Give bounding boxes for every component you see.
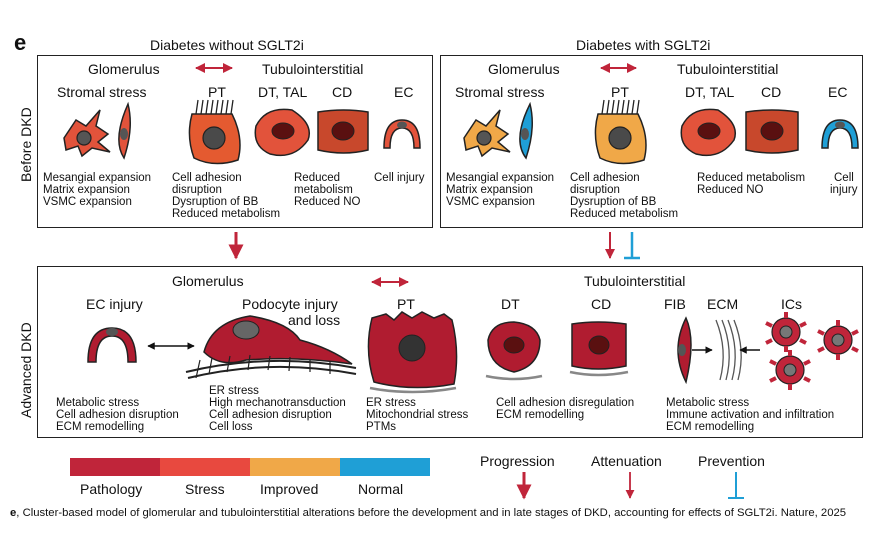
br-mesangial-3: VSMC expansion [446, 196, 535, 208]
legend-label-stress: Stress [185, 481, 225, 497]
bl-dt-tal: DT, TAL [258, 84, 308, 100]
br-dt-tal: DT, TAL [685, 84, 735, 100]
adv-podo-desc-4: Cell loss [209, 421, 253, 433]
box-advanced [37, 266, 863, 438]
bl-cd-desc-2: metabolism [294, 184, 353, 196]
adv-podo-desc-1: ER stress [209, 385, 259, 397]
caption-letter: e [10, 507, 17, 519]
bl-mesangial-2: Matrix expansion [43, 184, 130, 196]
adv-podo-desc-2: High mechanotransduction [209, 397, 346, 409]
adv-pt: PT [397, 296, 415, 312]
br-glomerulus: Glomerulus [488, 61, 560, 77]
adv-dt: DT [501, 296, 520, 312]
bl-glomerulus: Glomerulus [88, 61, 160, 77]
panel-letter: e [14, 30, 27, 55]
adv-fib-desc-2: Immune activation and infiltration [666, 409, 835, 421]
box-before-without [37, 55, 433, 228]
legend-swatch-normal [340, 458, 430, 476]
row-label-advanced: Advanced DKD [18, 322, 34, 418]
title-with-sglt2i: Diabetes with SGLT2i [576, 37, 711, 53]
box-before-with [440, 55, 863, 228]
bl-pt-desc-1: Cell adhesion [172, 172, 242, 184]
br-pt-desc-1: Cell adhesion [570, 172, 640, 184]
adv-ec-desc-2: Cell adhesion disruption [56, 409, 179, 421]
adv-podocyte-1: Podocyte injury [242, 296, 338, 312]
br-pt-desc-2: disruption [570, 184, 620, 196]
br-cd: CD [761, 84, 782, 100]
br-stromal: Stromal stress [455, 84, 545, 100]
bl-pt-desc-3: Dysruption of BB [172, 196, 259, 208]
legend-swatch-stress [160, 458, 250, 476]
adv-cd: CD [591, 296, 612, 312]
bl-cd-desc-1: Reduced [294, 172, 341, 184]
adv-ec-desc-1: Metabolic stress [56, 397, 140, 409]
adv-ec-desc-3: ECM remodelling [56, 421, 145, 433]
bl-pt-desc-4: Reduced metabolism [172, 208, 281, 220]
legend-label-pathology: Pathology [80, 481, 143, 497]
legend-progression: Progression [480, 453, 555, 469]
adv-ecm: ECM [707, 296, 739, 312]
bl-ec: EC [394, 84, 414, 100]
br-pt-desc-4: Reduced metabolism [570, 208, 679, 220]
bl-tubulo: Tubulointerstitial [262, 61, 364, 77]
legend-attenuation: Attenuation [591, 453, 662, 469]
adv-dtcd-desc-2: ECM remodelling [496, 409, 585, 421]
adv-glomerulus: Glomerulus [172, 273, 244, 289]
adv-fib-desc-3: ECM remodelling [666, 421, 755, 433]
bl-cd: CD [332, 84, 353, 100]
br-ec: EC [828, 84, 848, 100]
br-mesangial-1: Mesangial expansion [446, 172, 555, 184]
bl-stromal: Stromal stress [57, 84, 147, 100]
figure-caption: e, Cluster-based model of glomerular and… [10, 506, 860, 521]
legend-swatch-improved [250, 458, 340, 476]
bl-cd-desc-3: Reduced NO [294, 196, 361, 208]
bl-mesangial-3: VSMC expansion [43, 196, 132, 208]
br-tubulo: Tubulointerstitial [677, 61, 779, 77]
br-pt: PT [611, 84, 629, 100]
adv-pt-desc-2: Mitochondrial stress [366, 409, 469, 421]
prevention-bar-icon [728, 472, 744, 499]
bl-mesangial-1: Mesangial expansion [43, 172, 152, 184]
title-without-sglt2i: Diabetes without SGLT2i [150, 37, 304, 53]
legend-swatch-pathology [70, 458, 160, 476]
legend-prevention: Prevention [698, 453, 765, 469]
adv-dtcd-desc-1: Cell adhesion disregulation [496, 397, 635, 409]
adv-tubulo: Tubulointerstitial [584, 273, 686, 289]
adv-fib: FIB [664, 296, 686, 312]
legend-label-normal: Normal [358, 481, 404, 497]
legend-label-improved: Improved [260, 481, 319, 497]
adv-pt-desc-1: ER stress [366, 397, 416, 409]
br-mesangial-2: Matrix expansion [446, 184, 533, 196]
adv-fib-desc-1: Metabolic stress [666, 397, 750, 409]
adv-ics: ICs [781, 296, 802, 312]
br-ec-desc-1: Cell [834, 172, 854, 184]
bl-pt-desc-2: disruption [172, 184, 222, 196]
bl-ec-desc-1: Cell injury [374, 172, 425, 184]
adv-pt-desc-3: PTMs [366, 421, 397, 433]
bl-pt: PT [208, 84, 226, 100]
br-ec-desc-2: injury [830, 184, 858, 196]
caption-text: , Cluster-based model of glomerular and … [16, 507, 847, 519]
br-cd-desc-1: Reduced metabolism [697, 172, 806, 184]
br-cd-desc-2: Reduced NO [697, 184, 764, 196]
right-prevention-icon [624, 232, 640, 260]
row-label-before: Before DKD [18, 107, 34, 182]
br-pt-desc-3: Dysruption of BB [570, 196, 657, 208]
adv-podo-desc-3: Cell adhesion disruption [209, 409, 332, 421]
adv-ec-injury: EC injury [86, 296, 143, 312]
adv-podocyte-2: and loss [288, 312, 341, 328]
